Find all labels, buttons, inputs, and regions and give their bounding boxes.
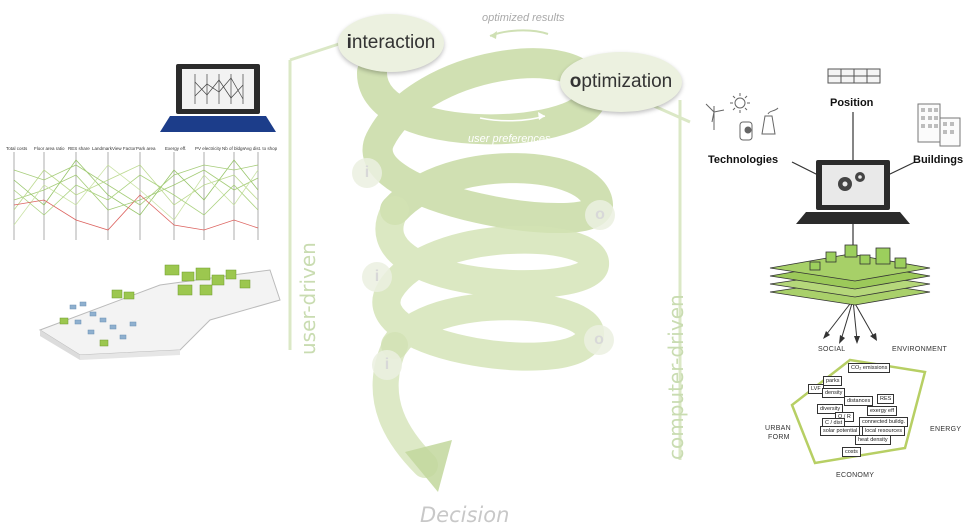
ghost-i-1: i bbox=[352, 158, 382, 188]
technologies-connector bbox=[791, 161, 819, 176]
energy-label: ENERGY bbox=[930, 426, 962, 433]
interaction-node: interaction bbox=[338, 14, 444, 72]
tag-exergy: exergy eff bbox=[867, 406, 898, 416]
environment-label: ENVIRONMENT bbox=[892, 346, 948, 353]
building-icons bbox=[917, 103, 961, 147]
pc-header-4: View Factor bbox=[112, 146, 136, 151]
spiral-coil-1 bbox=[356, 48, 613, 234]
pc-header-2: RES share bbox=[68, 146, 90, 151]
user-laptop bbox=[160, 64, 276, 132]
pc-header-8: Nb of bldgs bbox=[222, 146, 245, 151]
tag-diversity: diversity bbox=[817, 404, 844, 414]
form-label: FORM bbox=[768, 434, 790, 441]
optimized-results-arrow bbox=[489, 29, 549, 37]
buildings-connector bbox=[887, 161, 916, 176]
ghost-i-2: i bbox=[362, 262, 392, 292]
left-bracket-line bbox=[288, 40, 346, 350]
computer-laptop bbox=[796, 160, 910, 224]
decision-arrowhead bbox=[405, 440, 452, 492]
optimization-label: ptimization bbox=[581, 71, 673, 92]
computer-driven-label: computer-driven bbox=[664, 294, 688, 460]
pc-header-5: Park area bbox=[136, 146, 156, 151]
technology-icons bbox=[705, 93, 779, 141]
city-buildings bbox=[809, 244, 907, 271]
city-layers bbox=[769, 253, 931, 306]
buildings-label: Buildings bbox=[913, 154, 964, 166]
decision-label: Decision bbox=[420, 503, 510, 527]
interaction-initial: i bbox=[346, 32, 352, 53]
pc-header-7: PV electricity bbox=[195, 146, 222, 151]
tag-heat: heat density bbox=[855, 435, 891, 445]
optimization-node: optimization bbox=[560, 52, 682, 112]
tag-res: RES bbox=[877, 394, 895, 404]
pc-header-1: Floor area ratio bbox=[34, 146, 65, 151]
tag-density: density bbox=[822, 388, 846, 398]
pc-header-3: Landmark bbox=[92, 146, 113, 151]
tag-solar: solar potential bbox=[820, 426, 861, 436]
optimization-initial: o bbox=[569, 71, 582, 92]
spiral-coil-2 bbox=[372, 196, 609, 371]
gears-icon bbox=[838, 172, 865, 191]
tag-costs: costs bbox=[842, 447, 861, 457]
tag-co2: CO₂ emissions bbox=[848, 363, 891, 373]
position-label: Position bbox=[830, 97, 874, 109]
interaction-label: nteraction bbox=[351, 32, 436, 53]
ghost-o-2: o bbox=[584, 325, 614, 355]
social-label: SOCIAL bbox=[818, 346, 846, 353]
user-driven-label: user-driven bbox=[296, 242, 320, 355]
city-model-3d bbox=[38, 264, 281, 360]
tag-distances: distances bbox=[844, 396, 874, 406]
optimized-results-label: optimized results bbox=[482, 12, 565, 24]
solar-panel-icon bbox=[827, 68, 881, 84]
parallel-coordinates-plot bbox=[13, 152, 259, 240]
user-preferences-label: user preferences bbox=[468, 133, 551, 145]
ghost-i-3: i bbox=[372, 350, 402, 380]
ghost-o-1: o bbox=[585, 200, 615, 230]
city-to-criteria-arrows bbox=[825, 299, 875, 341]
economy-label: ECONOMY bbox=[836, 472, 875, 479]
pc-header-0: Total costs bbox=[6, 146, 28, 151]
urban-label: URBAN bbox=[765, 425, 792, 432]
pc-header-6: Exergy eff. bbox=[165, 146, 187, 151]
pc-header-9: Avg dist. to shop bbox=[244, 146, 278, 151]
tag-parks: parks bbox=[823, 376, 843, 386]
technologies-label: Technologies bbox=[708, 154, 779, 166]
